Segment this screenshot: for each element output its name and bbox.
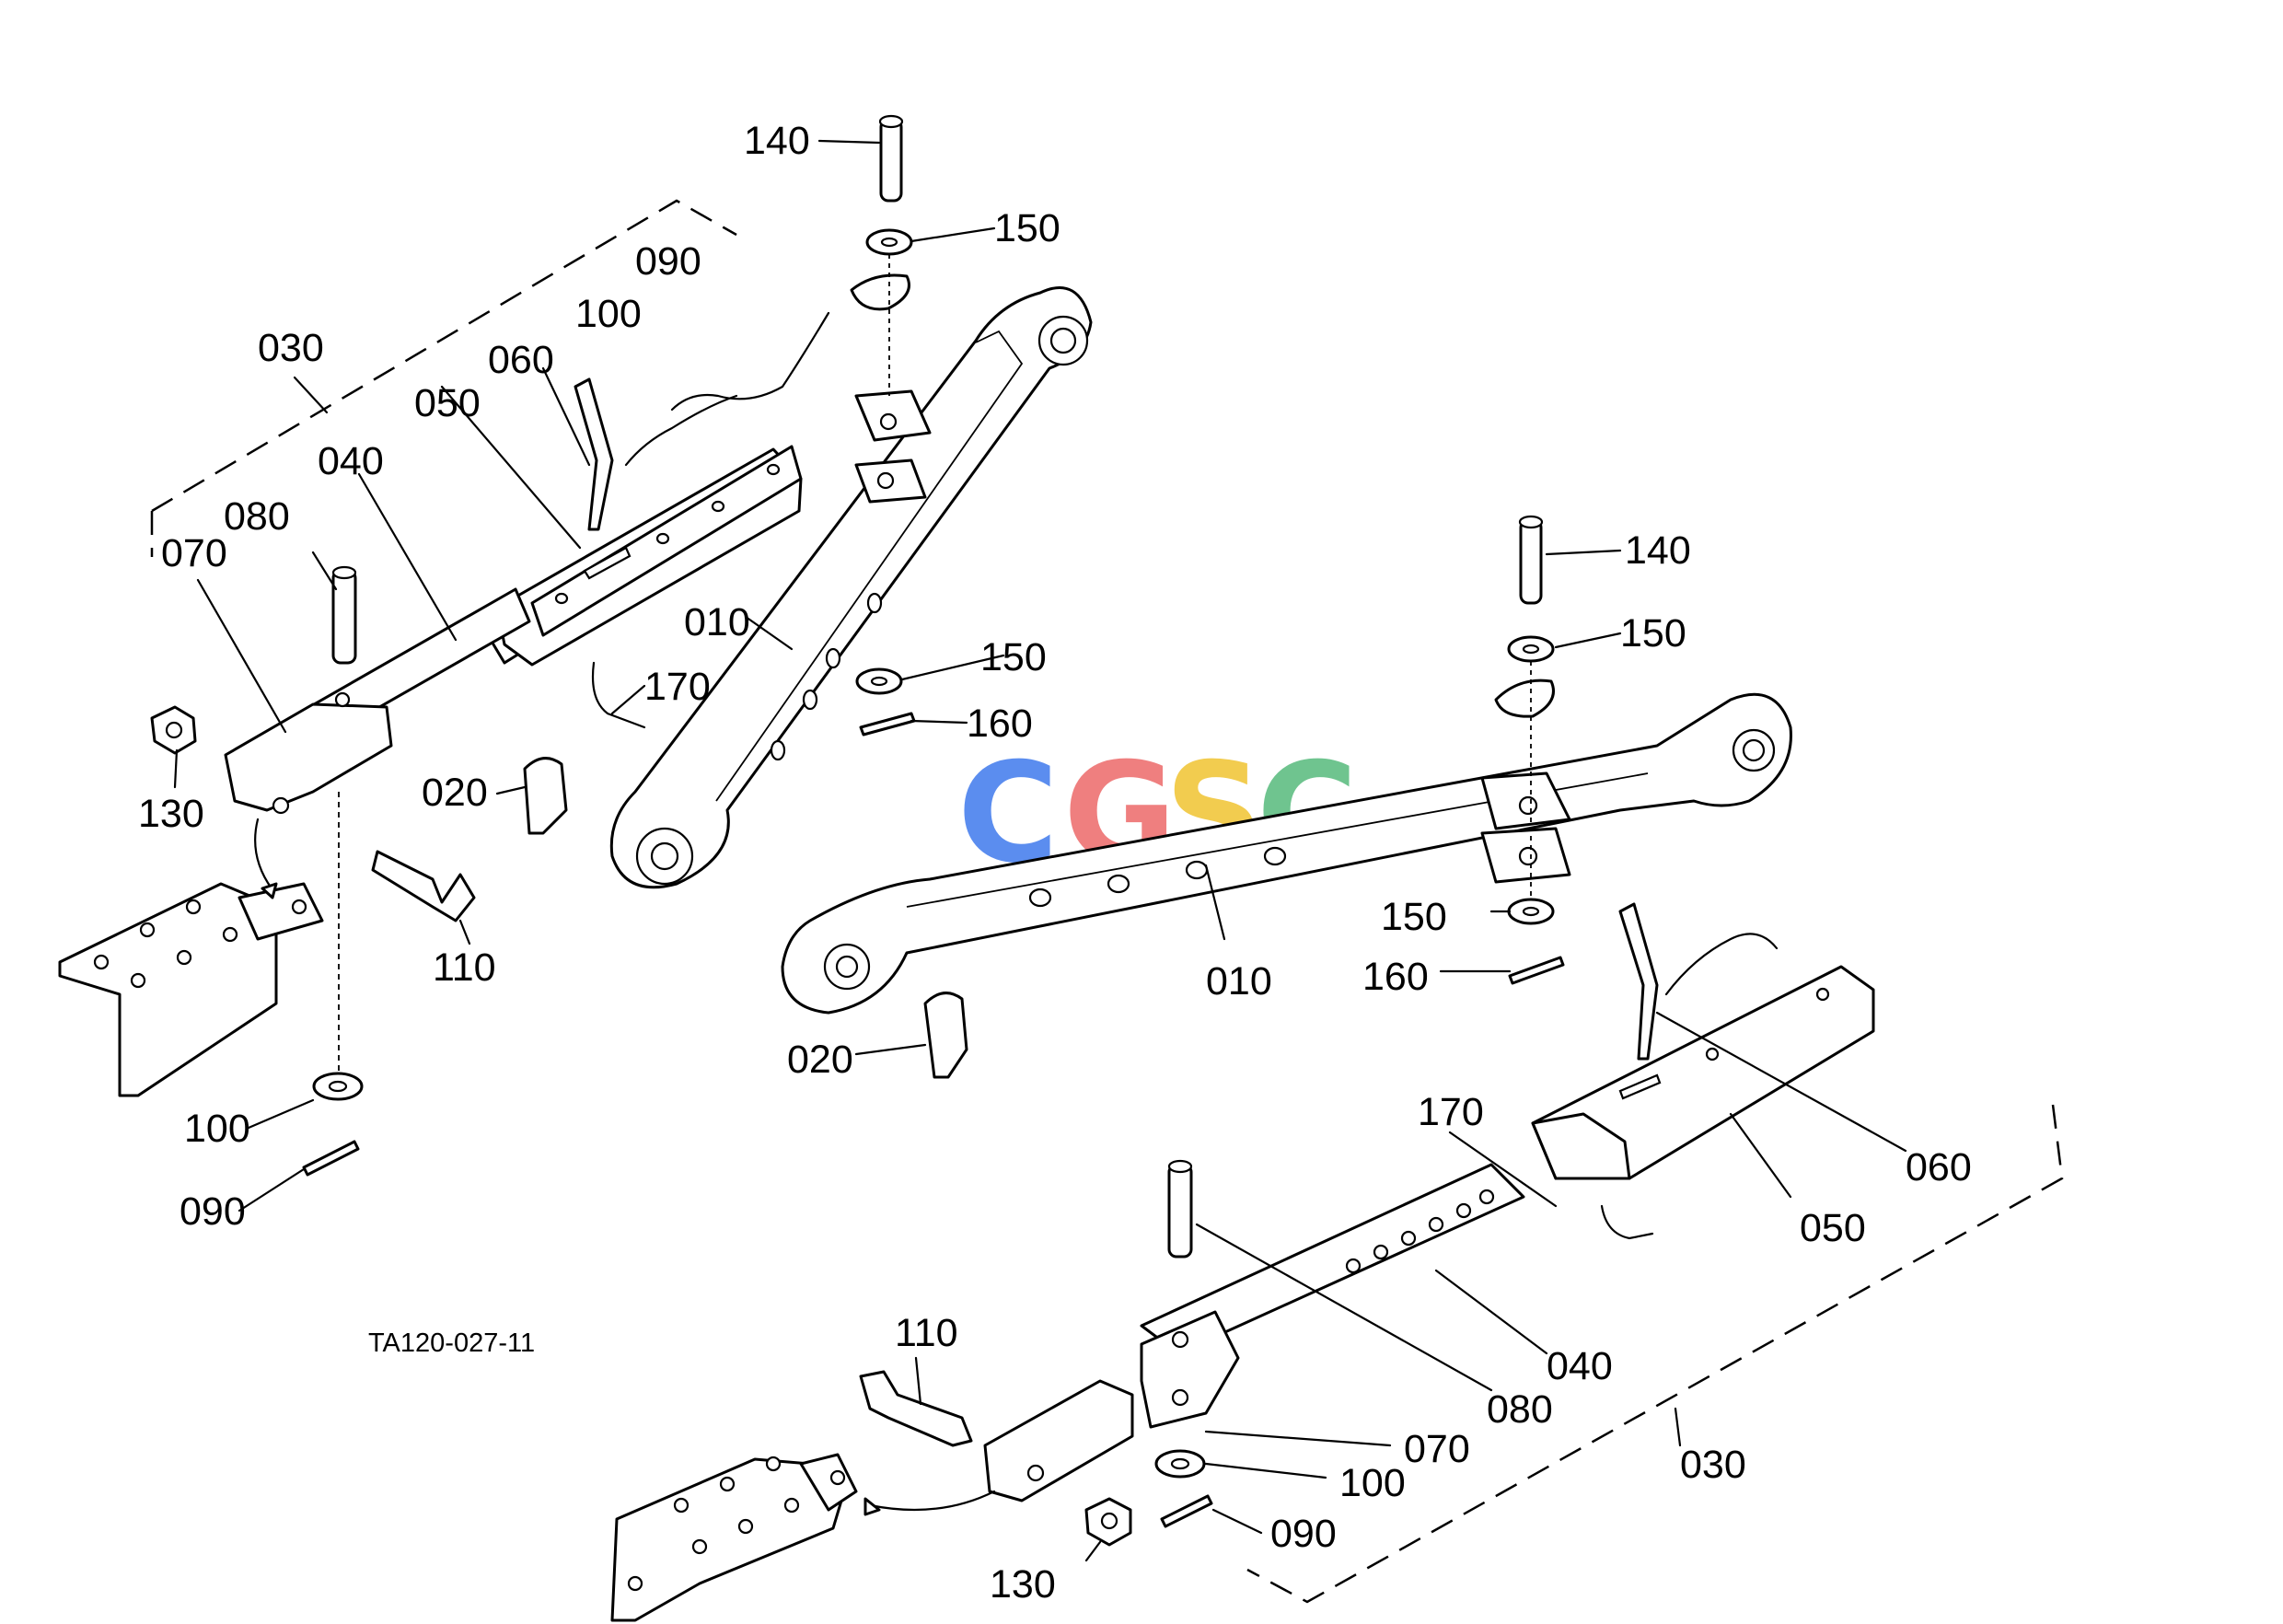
chain-top-left	[670, 311, 830, 412]
cotter-090-bottom-left	[302, 1140, 360, 1177]
callout-080-left: 080	[224, 494, 290, 539]
lever-pin-060-right	[1618, 902, 1659, 1061]
cotter-160-right	[1508, 956, 1565, 985]
callout-090-right: 090	[1270, 1512, 1337, 1556]
callout-030-right: 030	[1680, 1443, 1746, 1487]
callout-010-left: 010	[684, 600, 750, 644]
callout-100-bottom-left: 100	[184, 1107, 250, 1151]
callout-110-left: 110	[433, 945, 496, 990]
callout-130-right: 130	[990, 1562, 1056, 1607]
pin-140-right	[1519, 518, 1543, 605]
clip-170-right	[1600, 1204, 1654, 1240]
callout-050-right: 050	[1800, 1206, 1866, 1250]
callout-160-right: 160	[1362, 955, 1429, 999]
lever-pin-060-left	[574, 377, 614, 531]
callout-050-left: 050	[414, 381, 481, 425]
left-assembly: 140 150 090 100 030 060 050 040 080 070 …	[58, 114, 1093, 1234]
callout-160-left: 160	[967, 702, 1033, 746]
callout-090-bottom-left: 090	[180, 1189, 246, 1234]
callout-150-top-right: 150	[1620, 611, 1686, 655]
chain-link-top-left	[850, 273, 910, 311]
callout-140-right: 140	[1625, 528, 1691, 573]
callout-070-left: 070	[161, 531, 227, 575]
left-group-bracket	[150, 199, 737, 557]
pin-020-left	[523, 757, 568, 835]
cotter-090-right	[1160, 1494, 1213, 1528]
clevis-070-left	[224, 565, 393, 815]
clip-170-left	[591, 661, 646, 729]
callout-170-right: 170	[1418, 1090, 1484, 1134]
callout-040-right: 040	[1547, 1344, 1613, 1388]
callout-090-top-left: 090	[635, 239, 701, 284]
chain-link-top-right	[1494, 679, 1555, 718]
leader-lines-right	[854, 549, 1907, 1562]
callout-100-right: 100	[1339, 1461, 1406, 1505]
rotation-arrow-right	[868, 1490, 996, 1512]
callout-040-left: 040	[318, 439, 384, 483]
lift-arm-left	[609, 285, 1093, 889]
pin-080-right	[1167, 1163, 1193, 1259]
right-group-bracket	[1246, 1104, 2064, 1604]
callout-150-mid-left: 150	[980, 635, 1047, 679]
cotter-160-left	[859, 712, 916, 737]
callout-060-left: 060	[488, 338, 554, 382]
callout-100-top-left: 100	[575, 292, 642, 336]
callout-080-right: 080	[1487, 1387, 1553, 1432]
clevis-070-right	[983, 1159, 1240, 1502]
callout-170-left: 170	[644, 665, 711, 709]
pin-140-left	[878, 114, 904, 203]
callout-110-right: 110	[895, 1311, 958, 1355]
diagram-reference-code: TA120-027-11	[368, 1328, 535, 1358]
stabilizer-right	[1140, 965, 1875, 1355]
callout-030-left: 030	[258, 326, 324, 370]
callout-150-top-left: 150	[994, 206, 1060, 250]
callout-020-right: 020	[787, 1038, 853, 1082]
bolt-110-left	[371, 850, 476, 922]
callout-060-right: 060	[1906, 1145, 1972, 1189]
pin-020-right	[923, 992, 968, 1079]
callout-020-left: 020	[422, 771, 488, 815]
leader-lines-left	[173, 139, 1005, 1212]
callout-010-right: 010	[1206, 959, 1272, 1003]
callout-070-right: 070	[1404, 1427, 1470, 1471]
mount-bracket-right	[610, 1453, 858, 1622]
mount-bracket-left	[58, 882, 324, 1097]
bolt-110-right	[859, 1370, 973, 1447]
right-assembly: 140 150 150 160 010 020 170 060 050 040 …	[610, 515, 2064, 1622]
callout-140-left: 140	[744, 119, 810, 163]
rotation-arrow-left	[254, 818, 273, 890]
callout-130-left: 130	[138, 792, 204, 836]
callout-150-low-right: 150	[1381, 895, 1447, 939]
lift-arm-right	[781, 692, 1792, 1015]
